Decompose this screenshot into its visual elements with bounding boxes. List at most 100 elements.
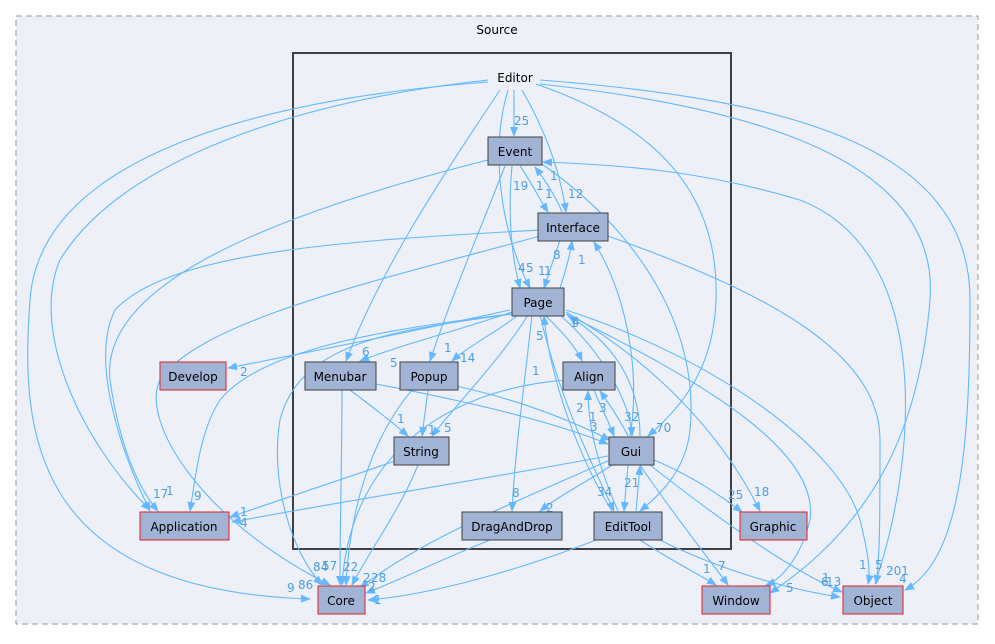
node-label: Gui	[621, 445, 641, 459]
edge-label: 5	[390, 356, 398, 370]
edge-label: 4	[572, 315, 580, 329]
edge-labels-group: 25 19 1 1 12 1 8 1 4 5 1 1 1 6 5 1 14 4 …	[153, 114, 909, 607]
node-label: Window	[712, 594, 760, 608]
edge-label: 3	[599, 401, 607, 415]
edge-label: 32	[624, 410, 639, 424]
edge-label: 21	[624, 476, 639, 490]
node-menubar[interactable]: Menubar	[304, 361, 377, 391]
edge-menubar-core	[336, 389, 345, 586]
edge-page-draganddrop	[508, 314, 533, 512]
edge-label: 1	[538, 264, 546, 278]
node-string[interactable]: String	[393, 436, 450, 466]
node-develop[interactable]: Develop	[159, 361, 227, 391]
edge-edittool-core	[367, 539, 597, 604]
edge-draganddrop-core	[365, 539, 491, 594]
edge-string-application	[229, 459, 399, 518]
edge-edittool-object	[659, 539, 841, 600]
edge-label: 17	[153, 487, 168, 501]
edge-label: 9	[194, 489, 202, 503]
node-label: Align	[574, 370, 604, 384]
edge-editor-menubar	[345, 89, 501, 362]
node-popup[interactable]: Popup	[399, 361, 459, 391]
edge-popup-core	[342, 389, 413, 586]
edge-label: 13	[826, 575, 841, 589]
edge-label: 25	[728, 488, 743, 502]
node-graphic[interactable]: Graphic	[739, 511, 808, 541]
edge-label: 2	[576, 401, 584, 415]
edge-interface-application	[105, 229, 541, 512]
node-label: Page	[523, 296, 552, 310]
node-event[interactable]: Event	[487, 136, 543, 166]
edge-align-gui	[593, 389, 615, 437]
edge-label: 1	[536, 179, 544, 193]
node-draganddrop[interactable]: DragAndDrop	[461, 511, 563, 541]
node-label: Application	[150, 520, 217, 534]
edge-label: 18	[754, 485, 769, 499]
edge-gui-graphic	[653, 459, 743, 513]
edge-label: 3	[590, 420, 598, 434]
edge-event-application	[109, 159, 489, 512]
node-label: Develop	[168, 370, 217, 384]
edge-gui-interface	[593, 241, 635, 437]
edge-page-object	[565, 309, 874, 585]
edge-page-window	[565, 313, 812, 586]
edge-label: 2	[363, 571, 371, 585]
inner-cluster-box	[292, 52, 732, 550]
edge-label: 5	[536, 329, 544, 343]
edge-label: 1	[532, 364, 540, 378]
edge-label: 201	[886, 564, 909, 578]
edge-event-interface	[519, 165, 549, 213]
node-window[interactable]: Window	[701, 585, 771, 615]
edge-gui-page	[567, 315, 641, 437]
edge-label: 1	[240, 505, 248, 519]
edge-label: 1	[859, 558, 867, 572]
edge-page-interface	[559, 240, 575, 289]
edge-label: 4	[899, 572, 907, 586]
edge-label: 25	[514, 114, 529, 128]
edge-gui-object	[649, 464, 843, 593]
node-application[interactable]: Application	[139, 511, 230, 541]
edge-label: 84	[313, 560, 328, 574]
edge-label: 5	[875, 558, 883, 572]
node-label: EditTool	[605, 520, 652, 534]
edge-label: 1	[166, 484, 174, 498]
node-label: Core	[327, 594, 355, 608]
edge-editor-core	[27, 81, 489, 603]
edge-label: 1	[444, 341, 452, 355]
edge-gui-draganddrop	[539, 464, 613, 512]
node-label: Event	[498, 145, 533, 159]
edge-page-menubar	[359, 311, 513, 362]
edge-popup-gui	[455, 385, 611, 441]
edge-label: 1	[397, 412, 405, 426]
edge-gui-application	[231, 455, 609, 525]
edge-label: 2	[368, 580, 376, 594]
edge-string-core	[351, 464, 419, 586]
edge-label: 5	[786, 581, 794, 595]
edge-label: 1	[578, 253, 586, 267]
edge-label: 2	[546, 501, 554, 515]
node-label: Object	[853, 594, 892, 608]
inner-cluster-label: Editor	[497, 71, 533, 85]
edge-label: 5	[526, 261, 534, 275]
edge-menubar-string	[349, 389, 409, 437]
edge-editor-window	[539, 83, 931, 594]
edge-label: 1	[822, 571, 830, 585]
edge-label: 14	[460, 351, 475, 365]
edge-label: 4	[240, 516, 248, 530]
edge-label: 86	[298, 578, 313, 592]
edge-label: 6	[821, 575, 829, 589]
edge-label: 1	[570, 316, 578, 330]
edge-label: 1	[544, 264, 552, 278]
node-page[interactable]: Page	[511, 287, 565, 317]
edge-label: 12	[568, 187, 583, 201]
edges-group	[27, 79, 971, 604]
node-gui[interactable]: Gui	[608, 436, 655, 466]
node-interface[interactable]: Interface	[537, 212, 609, 242]
edge-event-popup	[429, 165, 506, 362]
node-edittool[interactable]: EditTool	[593, 511, 663, 541]
node-label: Interface	[546, 221, 600, 235]
node-align[interactable]: Align	[562, 361, 616, 391]
node-core[interactable]: Core	[317, 585, 366, 615]
node-object[interactable]: Object	[842, 585, 904, 615]
edge-label: 1	[374, 593, 382, 607]
